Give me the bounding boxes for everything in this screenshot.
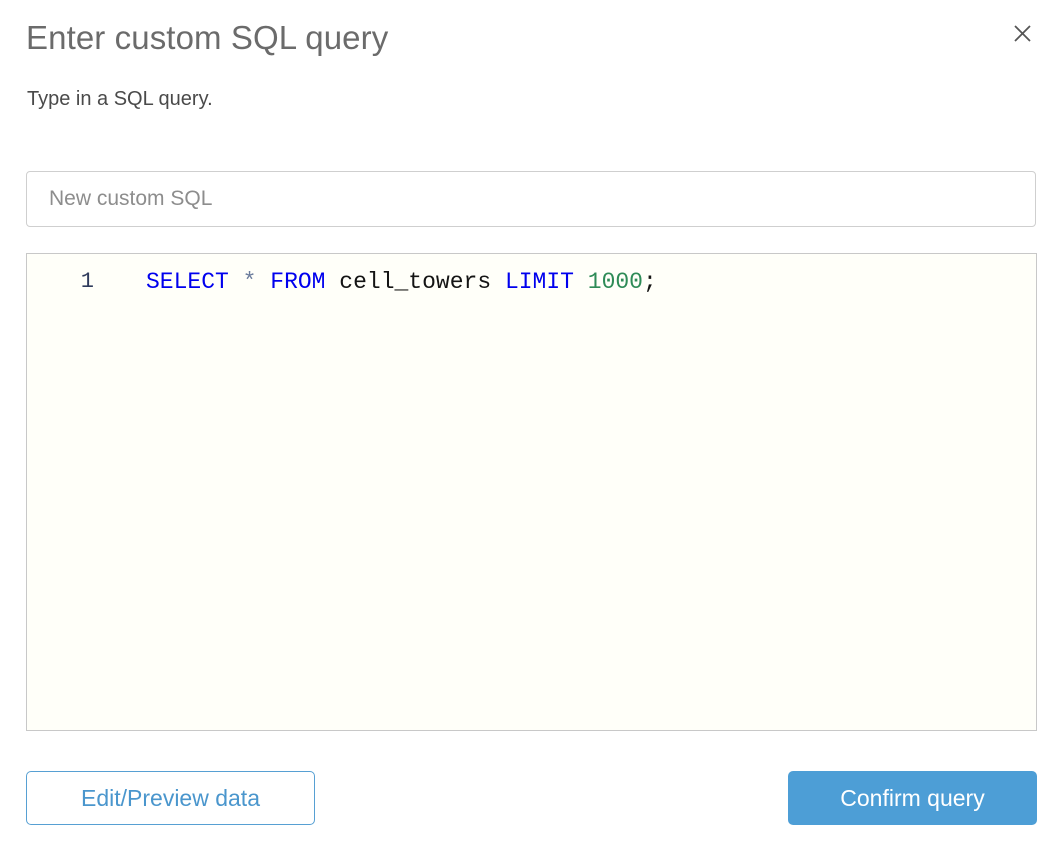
sql-token-plain	[256, 269, 270, 295]
sql-token-punct: ;	[642, 269, 657, 295]
sql-editor[interactable]: 1 SELECT * FROM cell_towers LIMIT 1000;	[26, 253, 1037, 731]
sql-token-keyword: LIMIT	[504, 269, 574, 295]
sql-token-plain	[229, 269, 243, 295]
close-icon[interactable]	[1007, 18, 1037, 48]
editor-line: 1 SELECT * FROM cell_towers LIMIT 1000;	[27, 254, 1036, 297]
sql-token-plain	[325, 269, 339, 295]
sql-token-star: *	[242, 269, 257, 295]
sql-token-number: 1000	[587, 269, 643, 295]
dialog-subtitle: Type in a SQL query.	[27, 88, 213, 110]
page-title: Enter custom SQL query	[26, 19, 389, 56]
sql-token-keyword: FROM	[270, 269, 326, 295]
sql-token-identifier: cell_towers	[339, 269, 492, 295]
confirm-query-button[interactable]: Confirm query	[788, 771, 1037, 825]
sql-token-plain	[574, 269, 588, 295]
edit-preview-data-button[interactable]: Edit/Preview data	[26, 771, 315, 825]
line-number: 1	[80, 269, 94, 294]
sql-token-plain	[491, 269, 505, 295]
sql-token-keyword: SELECT	[146, 269, 229, 295]
sql-code: SELECT * FROM cell_towers LIMIT 1000;	[94, 267, 657, 297]
query-name-input[interactable]	[26, 171, 1036, 227]
